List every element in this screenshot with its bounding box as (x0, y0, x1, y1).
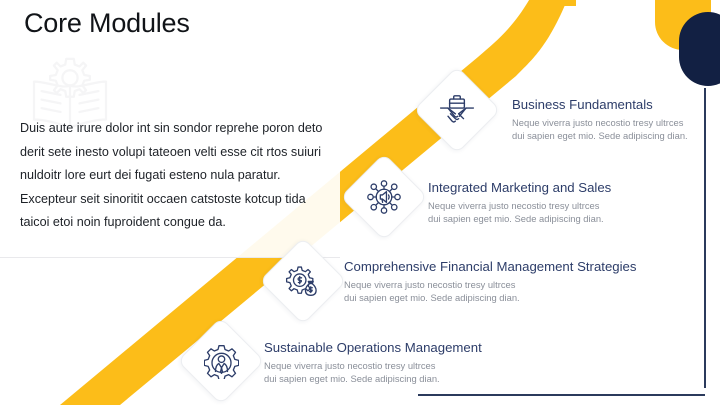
timeline-desc-2-line2: dui sapien eget mio. Sede adipiscing dia… (428, 213, 604, 225)
timeline-text-4: Sustainable Operations Management Neque … (264, 340, 482, 385)
timeline-desc-2-line1: Neque viverra justo necostio tresy ultrc… (428, 200, 600, 211)
body-paragraph: Duis aute irure dolor int sin sondor rep… (20, 121, 323, 229)
book-gear-icon (32, 57, 108, 129)
timeline-text-1: Business Fundamentals Neque viverra just… (512, 97, 688, 142)
timeline-desc-3-line1: Neque viverra justo necostio tresy ultrc… (344, 279, 516, 290)
gear-money-bag-icon (273, 251, 333, 311)
timeline-text-2: Integrated Marketing and Sales Neque viv… (428, 180, 611, 225)
timeline-text-3: Comprehensive Financial Management Strat… (344, 259, 636, 304)
timeline-desc-1-line2: dui sapien eget mio. Sede adipiscing dia… (512, 130, 688, 142)
page-title: Core Modules (24, 8, 190, 38)
timeline-desc-4-line1: Neque viverra justo necostio tresy ultrc… (264, 360, 436, 371)
gear-person-icon (191, 331, 251, 391)
timeline-title-4: Sustainable Operations Management (264, 340, 482, 355)
timeline-desc-1-line1: Neque viverra justo necostio tresy ultrc… (512, 117, 684, 128)
frame-line-right (704, 88, 706, 388)
megaphone-network-icon (354, 167, 414, 227)
timeline-desc-3-line2: dui sapien eget mio. Sede adipiscing dia… (344, 292, 520, 304)
timeline-diamond-2 (340, 153, 428, 241)
frame-line-bottom (418, 394, 705, 396)
timeline-title-1: Business Fundamentals (512, 97, 653, 112)
timeline-title-3: Comprehensive Financial Management Strat… (344, 259, 637, 274)
timeline-diamond-4 (177, 317, 265, 405)
timeline-diamond-3 (259, 237, 347, 325)
handshake-briefcase-icon (427, 80, 487, 140)
timeline-desc-4-line2: dui sapien eget mio. Sede adipiscing dia… (264, 373, 440, 385)
timeline-title-2: Integrated Marketing and Sales (428, 180, 612, 195)
left-text-panel: Core Modules Duis aute irure dolor int s… (0, 0, 340, 258)
pill-shape-navy (679, 12, 720, 86)
timeline-diamond-1 (413, 66, 501, 154)
